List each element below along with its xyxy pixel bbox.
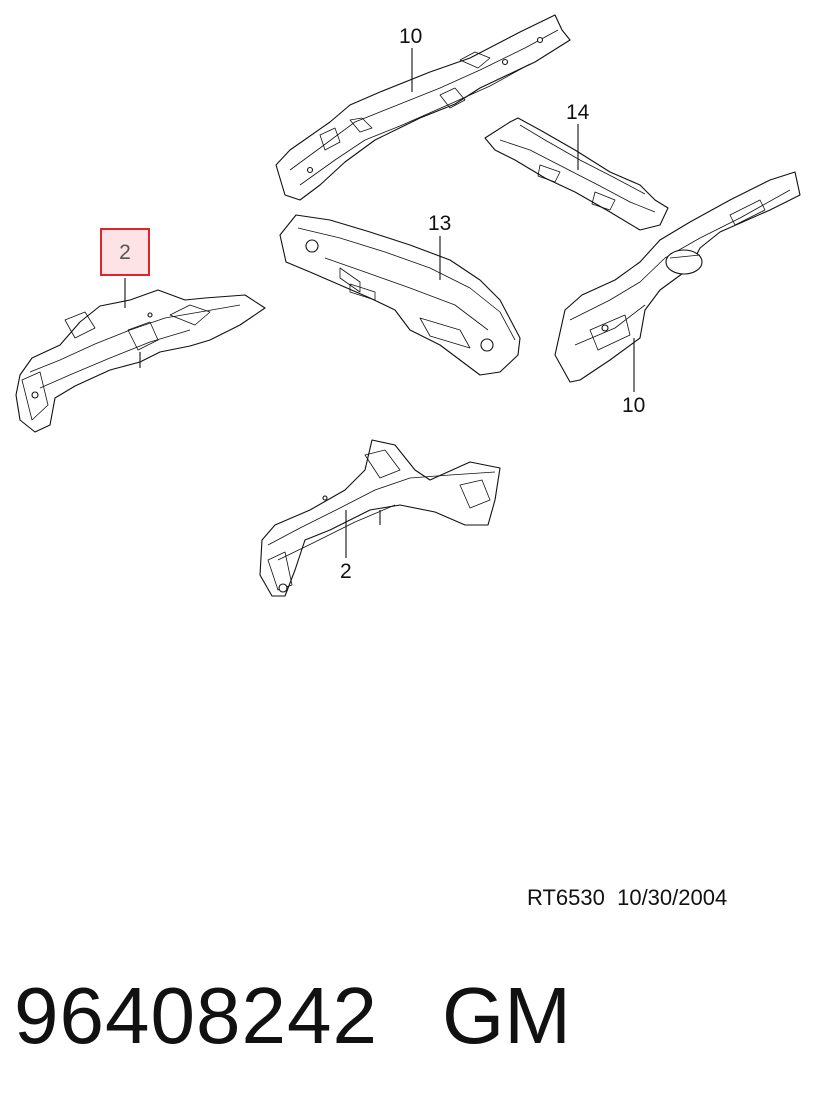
- diagram-reference-code: RT6530 10/30/2004: [527, 885, 728, 910]
- callout-center-crossmember: 13: [428, 212, 452, 235]
- callout-rear-rail-right: 10: [622, 394, 646, 417]
- rear-rail-upper-part: [275, 14, 571, 201]
- callout-front-rail-selected[interactable]: 2: [100, 228, 150, 276]
- part-number: 96408242: [14, 971, 378, 1060]
- brand-name: GM: [442, 971, 571, 1060]
- rear-rail-right-part: [554, 171, 801, 383]
- center-crossmember-part: [279, 214, 521, 376]
- rear-crossmember-part: [484, 117, 669, 231]
- callout-rear-rail-upper: 10: [399, 25, 423, 48]
- callout-front-rail-bottom: 2: [340, 560, 352, 583]
- front-rail-selected-part: [15, 289, 266, 433]
- callout-rear-crossmember: 14: [566, 101, 590, 124]
- front-rail-bottom-part: [259, 439, 501, 597]
